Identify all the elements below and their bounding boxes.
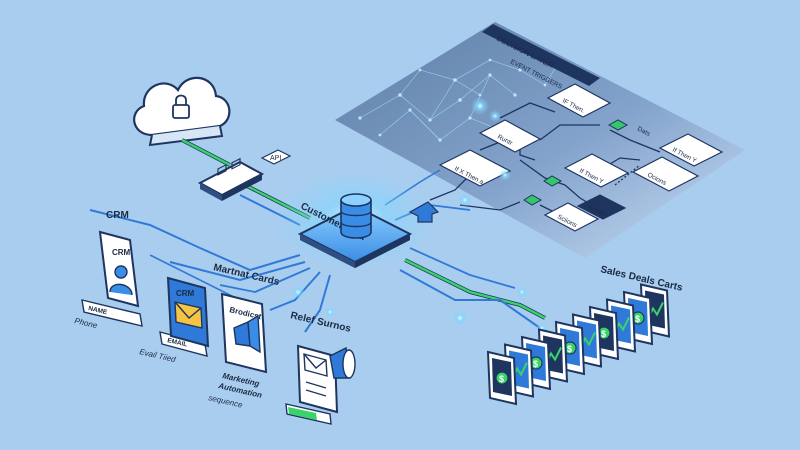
flow-glow-dots bbox=[291, 285, 548, 334]
lock-icon bbox=[172, 94, 190, 119]
phone-label: Phone bbox=[74, 316, 99, 330]
svg-text:$: $ bbox=[635, 314, 640, 324]
svg-text:$: $ bbox=[567, 344, 572, 354]
dollar-icon: $ bbox=[631, 311, 645, 325]
dollar-icon: $ bbox=[529, 356, 543, 370]
cloud-icon bbox=[133, 76, 231, 147]
api-gateway bbox=[197, 157, 265, 201]
api-label-box: API bbox=[260, 149, 292, 165]
envelope-icon bbox=[174, 301, 203, 329]
megaphone-icon bbox=[329, 346, 356, 379]
person-icon bbox=[109, 265, 133, 296]
svg-text:$: $ bbox=[533, 359, 538, 369]
sales-deal-cards: $ $ $ $ $ bbox=[486, 283, 671, 406]
marketing-crm-tile: CRM bbox=[166, 276, 210, 348]
progress-bar bbox=[285, 403, 332, 425]
automation-caption-3: sequence bbox=[208, 393, 244, 410]
relief-email-card bbox=[296, 344, 339, 414]
name-field-label: NAME bbox=[88, 305, 109, 316]
decision-layer-panel: DECISION LAYER EVENT TRIGGERS IF Then. R… bbox=[335, 22, 745, 258]
dollar-icon: $ bbox=[495, 371, 509, 385]
crm-name-field: NAME bbox=[81, 299, 143, 327]
diamond-icon bbox=[523, 119, 629, 206]
svg-text:$: $ bbox=[499, 374, 504, 384]
megaphone-icon bbox=[233, 314, 261, 354]
relief-heading: Relef Surnos bbox=[289, 310, 352, 335]
decision-node-if-then: IF Then. bbox=[546, 83, 612, 118]
crm-heading: CRM bbox=[106, 210, 129, 221]
crm-contact-card: CRM bbox=[98, 230, 140, 308]
database-icon bbox=[340, 193, 372, 239]
upload-arrow-icon bbox=[408, 201, 440, 223]
sales-deal-card: $ bbox=[486, 350, 518, 406]
envelope-icon bbox=[303, 353, 328, 377]
email-field-label: EMAIL bbox=[167, 337, 188, 348]
decision-node-rules: Runtr bbox=[478, 119, 542, 153]
api-label: API bbox=[270, 155, 281, 162]
crm-card-title: CRM bbox=[112, 248, 131, 257]
marketing-heading: Martnat Cards bbox=[212, 262, 280, 288]
dollar-icon: $ bbox=[563, 341, 577, 355]
decision-connectors bbox=[429, 102, 661, 216]
decision-layer-title-tab bbox=[482, 24, 600, 86]
customer-data-hub: Customer Data bbox=[275, 170, 435, 270]
broadcast-card: Brodicst bbox=[220, 292, 268, 374]
svg-text:$: $ bbox=[601, 329, 606, 339]
dollar-icon: $ bbox=[597, 326, 611, 340]
email-caption: Evail Tiied bbox=[139, 347, 177, 364]
decision-node-if-then-y-2: If Then Y bbox=[658, 133, 724, 167]
crm-tile-label: CRM bbox=[176, 289, 195, 298]
